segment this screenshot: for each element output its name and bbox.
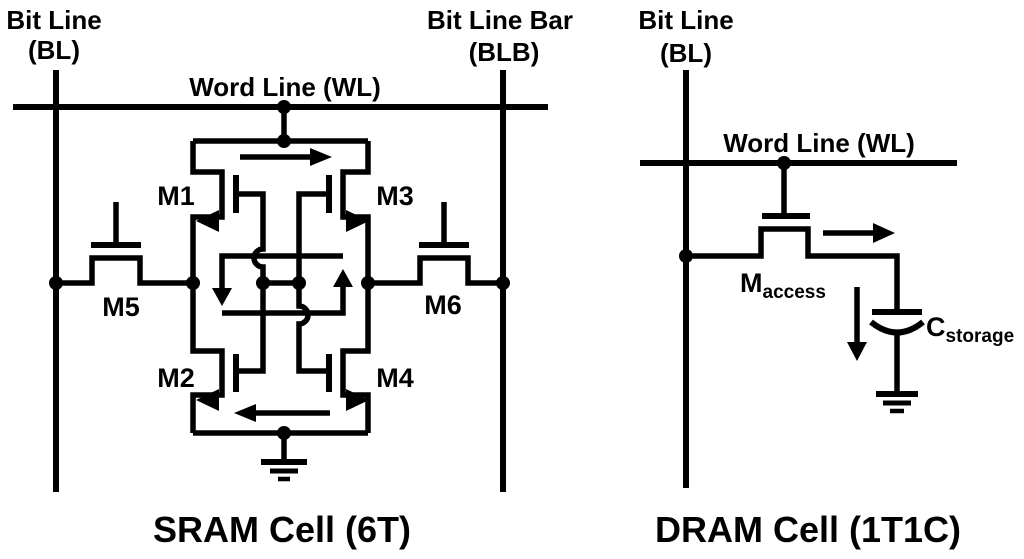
feedback-down-arrow-icon [212,288,232,306]
m6-label: M6 [424,290,462,320]
m2-label: M2 [157,363,195,393]
m4-current-arrow-icon [346,389,369,411]
storage-capacitor-icon [869,309,925,392]
center-left-junction-dot [256,276,270,290]
m3-current-arrow-icon [346,210,369,232]
sram-bit-line-bar-label: Bit Line Bar [427,5,573,35]
dram-bit-line-label: Bit Line [638,5,733,35]
access-transistor [686,163,900,311]
feedback-up-arrow-wire [222,287,346,316]
dram-right-arrow-icon [873,223,895,243]
access-transistor-body [686,226,900,311]
dram-bl-node-dot [679,249,693,263]
top-flow-arrow-icon [310,148,332,166]
m2-current-arrow-icon [196,389,219,411]
storage-capacitor-label: Cstorage [926,312,1014,347]
sram-caption: SRAM Cell (6T) [153,509,411,550]
m4-label: M4 [376,363,414,393]
capacitor-curved-plate [869,319,925,336]
m1-transistor-body [190,141,225,283]
m5-access-transistor [56,202,193,286]
left-storage-node-dot [186,276,200,290]
dram-cell: Bit Line (BL) Word Line (WL) [638,5,1014,550]
dram-word-line-label: Word Line (WL) [723,128,915,158]
sram-bit-line-bar-abbr: (BLB) [469,37,540,67]
dram-ground-icon [876,391,918,414]
m4-transistor-body [340,283,371,433]
sram-bit-line-label: Bit Line [6,5,101,35]
dram-down-arrow-icon [847,342,867,361]
m3-transistor-body [340,141,371,283]
sram-word-line-label: Word Line (WL) [189,72,381,102]
right-storage-node-dot [361,276,375,290]
sram-bit-line-abbr: (BL) [28,35,80,65]
sram-cell: Bit Line (BL) Bit Line Bar (BLB) Word Li… [6,5,573,550]
dram-caption: DRAM Cell (1T1C) [655,509,961,550]
feedback-down-arrow-wire [219,253,343,289]
blb-node-dot [496,276,510,290]
bottom-flow-arrow-icon [234,404,256,422]
m6-access-transistor [368,202,503,286]
bl-node-dot [49,276,63,290]
access-transistor-label: Maccess [740,268,826,303]
m1-current-arrow-icon [196,210,219,232]
center-right-junction-dot [292,276,306,290]
m2-transistor-body [190,283,225,433]
dram-bit-line-abbr: (BL) [660,38,712,68]
m3-label: M3 [376,181,414,211]
sram-ground-icon [261,433,307,482]
m1-label: M1 [157,181,195,211]
m5-label: M5 [102,292,140,322]
feedback-up-arrow-icon [333,269,353,287]
